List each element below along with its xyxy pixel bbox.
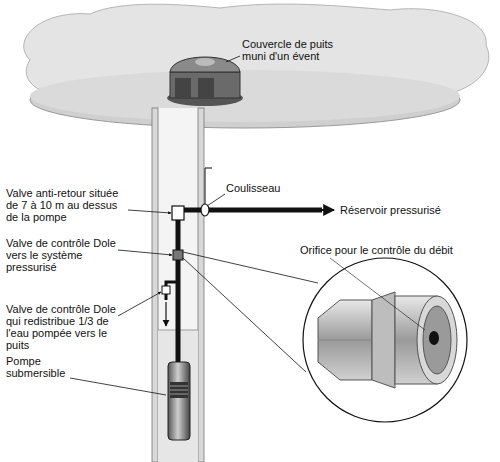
rail — [204, 168, 205, 206]
pump-intake — [170, 394, 188, 395]
well-cover — [170, 57, 240, 72]
vent — [175, 78, 191, 98]
leader-line — [330, 258, 425, 330]
pump-intake — [170, 382, 188, 398]
pipe — [178, 210, 322, 362]
pump-intake — [170, 390, 188, 391]
flow-arrow — [322, 209, 334, 211]
leader-line — [70, 378, 166, 395]
return-arrow — [165, 302, 166, 326]
casing-wall — [152, 108, 158, 462]
return-valve — [162, 286, 170, 294]
vent — [198, 78, 214, 98]
well-cover — [170, 72, 240, 98]
leader-line — [207, 194, 225, 206]
part-label: Coulisseau — [226, 182, 306, 194]
part-label: Valve de contrôle Dole vers le système p… — [6, 237, 120, 273]
fitting — [318, 292, 457, 388]
check-valve — [172, 206, 184, 220]
pump-intake — [170, 386, 188, 387]
part-label: Couvercle de puits muni d'un évent — [242, 38, 352, 62]
control-valve — [173, 250, 183, 260]
part-label: Pompe submersible — [6, 355, 72, 379]
ground-surface — [30, 70, 460, 122]
casing-wall — [198, 108, 204, 462]
rail — [205, 167, 212, 168]
vent — [195, 58, 215, 66]
part-label: Réservoir pressurisé — [340, 204, 470, 216]
part-label: Orifice pour le contrôle du débit — [300, 244, 490, 256]
leader-line — [118, 250, 172, 255]
part-label: Valve anti-retour située de 7 à 10 m au … — [6, 187, 130, 223]
leader-line — [118, 292, 161, 316]
leader-line — [128, 210, 171, 213]
leader-line — [226, 56, 240, 62]
pump — [168, 362, 190, 440]
zoom-circle — [303, 258, 467, 422]
zoom-line — [183, 258, 306, 372]
part-label: Valve de contrôle Dole qui redistribue 1… — [6, 303, 120, 351]
zoom-line — [183, 252, 318, 283]
